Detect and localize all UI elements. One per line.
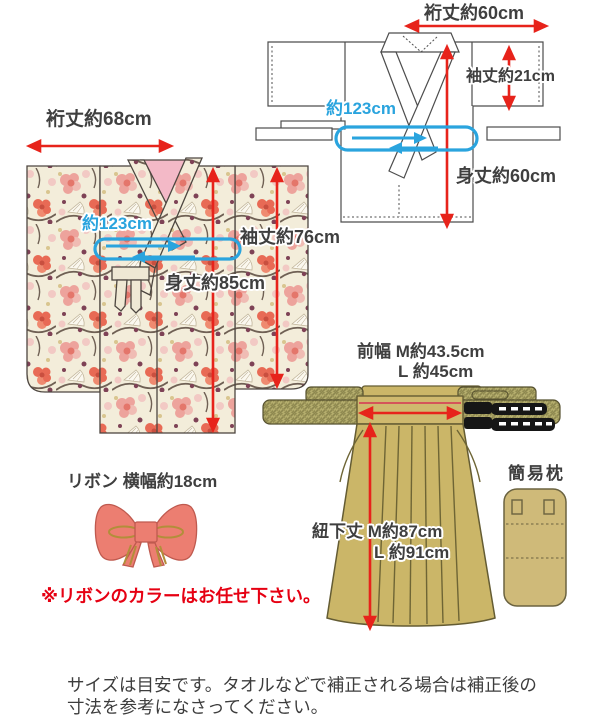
- kimono-wrap-length-label: 約123cm: [82, 214, 152, 233]
- hakama-drawing: [262, 385, 561, 632]
- kimono-mitake-label: 身丈約85cm: [165, 273, 266, 293]
- juban-yukitake-label: 裄丈約60cm: [424, 3, 525, 23]
- kimono-wrap-band: [93, 237, 242, 263]
- juban-wrap-length-label: 約123cm: [326, 99, 396, 118]
- kimono-obi-ties: [111, 266, 150, 314]
- juban-waist-ties: [255, 120, 561, 141]
- kimono-drawing: [26, 157, 309, 434]
- kimono-yukitake-label: 裄丈約68cm: [46, 109, 152, 130]
- kimono-sodetake-label: 袖丈約76cm: [240, 227, 341, 247]
- ribbon-width-label: リボン 横幅約18cm: [67, 472, 218, 491]
- pillow-label: 簡易枕: [508, 464, 565, 483]
- hakama-cord-length-label-line1: 紐下丈 M約87cm: [312, 522, 443, 541]
- pillow-drawing: [503, 488, 567, 607]
- hakama-black-ties: [464, 402, 555, 431]
- hakama-front-width-label-line2: L 約45cm: [398, 362, 474, 381]
- hakama-arrows: [357, 405, 463, 632]
- ribbon-color-note: ※リボンのカラーはお任せ下さい。: [41, 586, 321, 606]
- hakama-cord-length-label-line2: L 約91cm: [374, 543, 450, 562]
- kimono-arrows: [25, 138, 285, 434]
- hakama-front-width-label-line1: 前幅 M約43.5cm: [357, 342, 485, 361]
- hakama-pleats: [339, 425, 481, 625]
- size-disclaimer-line1: サイズは目安です。タオルなどで補正される場合は補正後の: [67, 675, 537, 695]
- juban-arrows: [403, 18, 550, 230]
- size-disclaimer-line2: 寸法を参考になさってください。: [67, 697, 329, 717]
- juban-wrap-band: [334, 125, 479, 154]
- ribbon-bow-drawing: [94, 503, 198, 568]
- juban-mitake-label: 身丈約60cm: [456, 166, 557, 186]
- juban-sodetake-label: 袖丈約21cm: [466, 68, 555, 85]
